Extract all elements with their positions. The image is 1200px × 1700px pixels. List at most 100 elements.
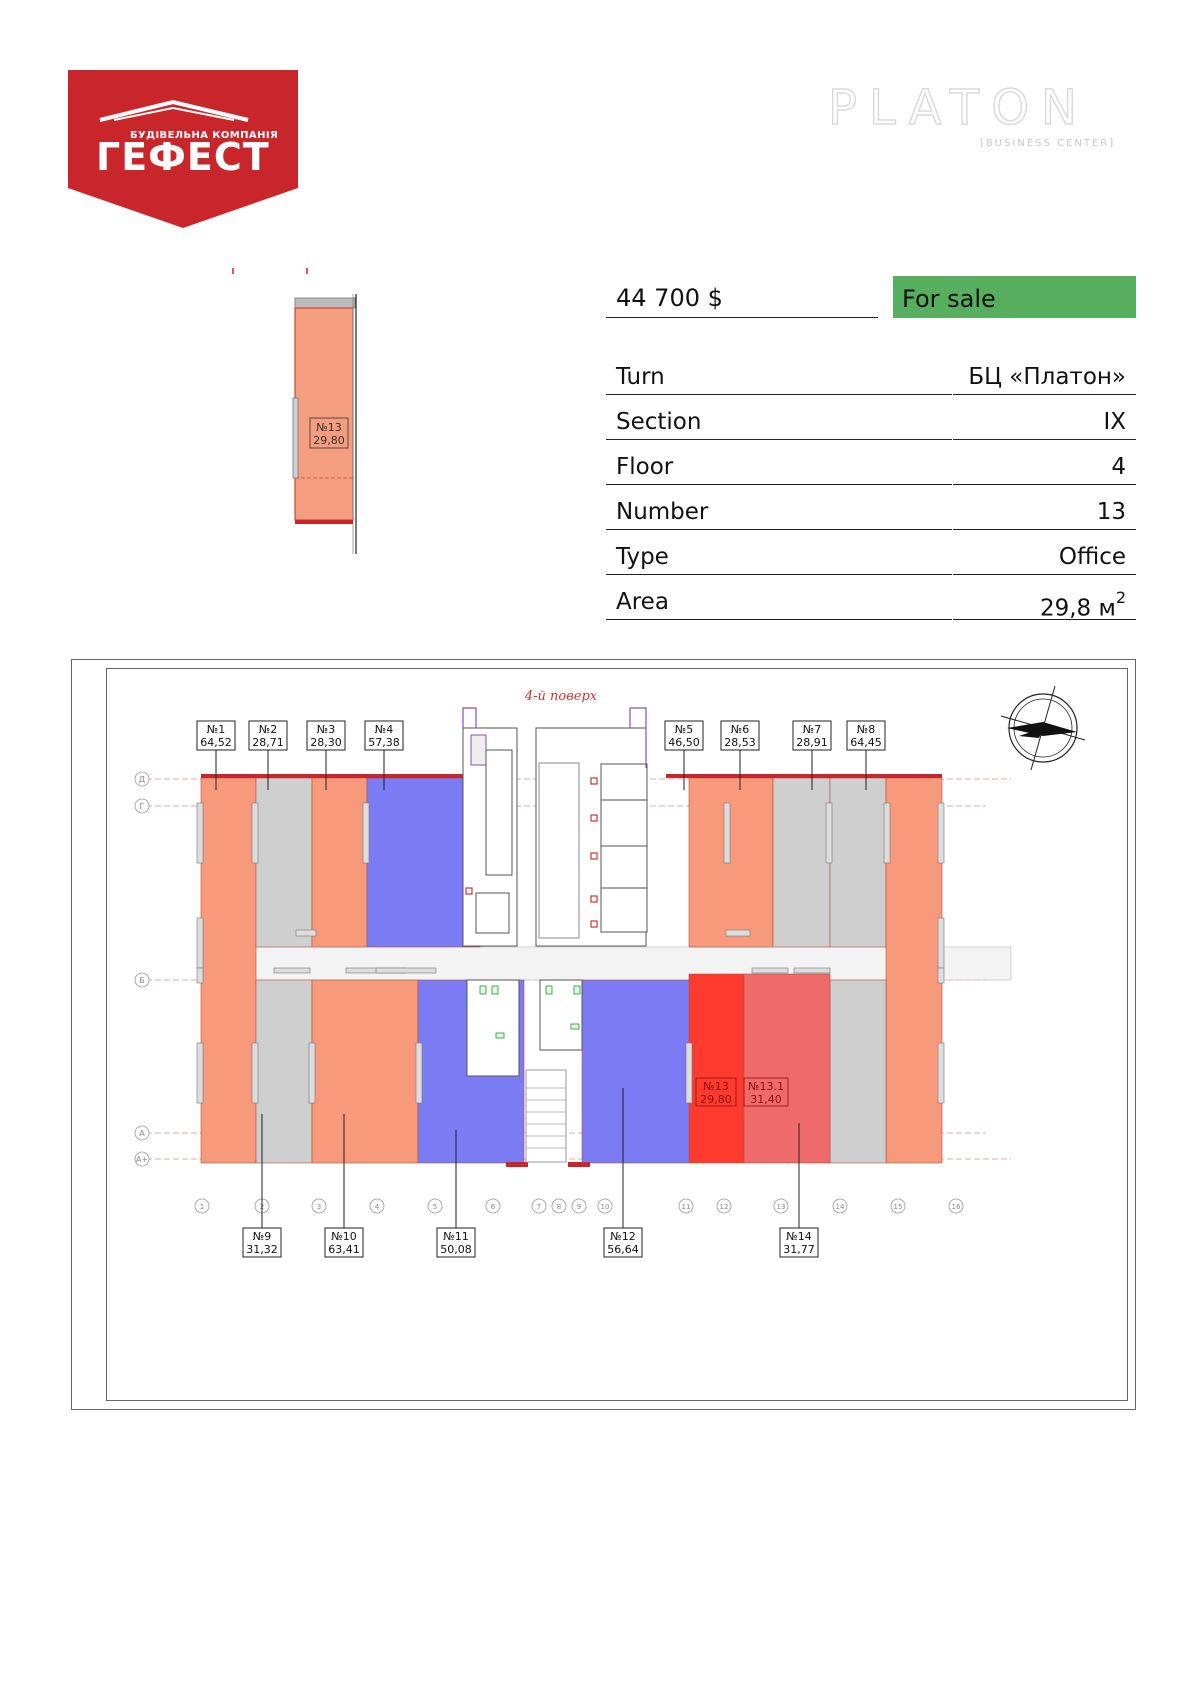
row-axis-marker: А bbox=[134, 1125, 150, 1141]
svg-text:64,52: 64,52 bbox=[200, 736, 232, 749]
price: 44 700 $ bbox=[606, 282, 878, 318]
svg-text:29,80: 29,80 bbox=[700, 1093, 732, 1106]
spec-row-turn: Turn БЦ «Платон» bbox=[606, 352, 1136, 397]
svg-text:13: 13 bbox=[777, 1203, 786, 1211]
column-axis-marker: 14 bbox=[832, 1198, 848, 1214]
svg-text:1: 1 bbox=[200, 1203, 204, 1211]
svg-text:31,40: 31,40 bbox=[750, 1093, 782, 1106]
svg-text:15: 15 bbox=[894, 1203, 903, 1211]
floor-plan-inner-frame bbox=[106, 668, 1128, 1401]
svg-text:28,91: 28,91 bbox=[796, 736, 828, 749]
compass-icon bbox=[1000, 685, 1086, 771]
column-axis-marker: 9 bbox=[571, 1198, 587, 1214]
thumbnail-unit-area: 29,80 bbox=[313, 434, 345, 447]
column-axis-marker: 7 bbox=[531, 1198, 547, 1214]
unit-4 bbox=[366, 777, 481, 948]
platon-name: PLATON bbox=[828, 80, 1089, 136]
spec-label: Type bbox=[606, 532, 952, 575]
svg-text:28,71: 28,71 bbox=[252, 736, 284, 749]
unit-10 bbox=[311, 979, 419, 1164]
column-axis-marker: 5 bbox=[427, 1198, 443, 1214]
floor-plan: 4-й поверх Д Г Б А А+ 1 2 3 4 5 6 7 8 9 … bbox=[134, 685, 1086, 1258]
svg-text:46,50: 46,50 bbox=[668, 736, 700, 749]
floor-plan-frame bbox=[71, 659, 1136, 1410]
svg-text:50,08: 50,08 bbox=[440, 1243, 472, 1256]
unit-3 bbox=[311, 777, 368, 948]
spec-value: IX bbox=[953, 397, 1136, 440]
unit-2 bbox=[255, 777, 313, 948]
svg-text:10: 10 bbox=[601, 1203, 610, 1211]
svg-text:6: 6 bbox=[491, 1203, 496, 1211]
svg-text:28,30: 28,30 bbox=[310, 736, 342, 749]
spec-row-number: Number 13 bbox=[606, 487, 1136, 532]
area-unit-exponent: 2 bbox=[1115, 588, 1126, 607]
status-badge: For sale bbox=[893, 276, 1136, 318]
spec-label: Section bbox=[606, 397, 952, 440]
corridor bbox=[200, 946, 1012, 981]
spec-label: Floor bbox=[606, 442, 952, 485]
unit-8 bbox=[885, 777, 943, 1164]
window-markers bbox=[196, 802, 945, 1104]
column-axis-marker: 12 bbox=[716, 1198, 732, 1214]
svg-text:№13.1: №13.1 bbox=[748, 1080, 784, 1093]
column-axis-marker: 8 bbox=[551, 1198, 567, 1214]
svg-text:11: 11 bbox=[682, 1203, 691, 1211]
unit-12 bbox=[581, 979, 691, 1164]
platon-logo: PLATON [BUSINESS CENTER] bbox=[827, 79, 1115, 149]
spec-table: Turn БЦ «Платон» Section IX Floor 4 Numb… bbox=[606, 352, 1136, 622]
unit-thumbnail: №13 29,80 bbox=[232, 268, 357, 554]
column-axis-marker: 1 bbox=[194, 1198, 210, 1214]
svg-text:64,45: 64,45 bbox=[850, 736, 882, 749]
row-axis-marker: Г bbox=[134, 798, 150, 814]
svg-text:№9: №9 bbox=[253, 1230, 271, 1243]
spec-label: Turn bbox=[606, 352, 952, 395]
logo-shield bbox=[68, 70, 298, 228]
row-axis-marker: А+ bbox=[134, 1151, 150, 1167]
column-axis-marker: 4 bbox=[369, 1198, 385, 1214]
svg-text:8: 8 bbox=[557, 1203, 561, 1211]
svg-text:А: А bbox=[139, 1129, 145, 1138]
column-axis-marker: 6 bbox=[485, 1198, 501, 1214]
thumbnail-label-box bbox=[309, 417, 349, 449]
column-axis-marker: 15 bbox=[890, 1198, 906, 1214]
platon-subtitle: [BUSINESS CENTER] bbox=[980, 138, 1115, 149]
spec-value: 29,8 м2 bbox=[953, 577, 1136, 622]
svg-text:3: 3 bbox=[317, 1203, 321, 1211]
thumbnail-unit-fill bbox=[294, 307, 354, 521]
svg-text:№6: №6 bbox=[731, 723, 749, 736]
svg-text:16: 16 bbox=[952, 1203, 961, 1211]
column-axis-marker: 13 bbox=[773, 1198, 789, 1214]
floor-plan-title: 4-й поверх bbox=[524, 689, 598, 704]
spec-row-floor: Floor 4 bbox=[606, 442, 1136, 487]
svg-text:№5: №5 bbox=[675, 723, 693, 736]
unit-14 bbox=[829, 979, 887, 1164]
spec-label: Area bbox=[606, 577, 952, 620]
column-axis-marker: 10 bbox=[597, 1198, 613, 1214]
svg-text:№1: №1 bbox=[207, 723, 225, 736]
svg-text:№11: №11 bbox=[443, 1230, 468, 1243]
adjacent-unit-label: №13.131,40 bbox=[743, 1077, 789, 1107]
svg-text:Г: Г bbox=[140, 802, 145, 811]
svg-text:№10: №10 bbox=[331, 1230, 356, 1243]
svg-text:№13: №13 bbox=[703, 1080, 728, 1093]
svg-text:31,77: 31,77 bbox=[783, 1243, 815, 1256]
svg-text:№12: №12 bbox=[610, 1230, 635, 1243]
svg-text:№2: №2 bbox=[259, 723, 277, 736]
svg-text:Б: Б bbox=[139, 976, 145, 985]
column-axis-marker: 11 bbox=[678, 1198, 694, 1214]
facade-walls bbox=[201, 774, 942, 1167]
row-axis-marker: Д bbox=[134, 771, 150, 787]
spec-row-area: Area 29,8 м2 bbox=[606, 577, 1136, 622]
svg-text:4: 4 bbox=[375, 1203, 380, 1211]
spec-value: 13 bbox=[953, 487, 1136, 530]
